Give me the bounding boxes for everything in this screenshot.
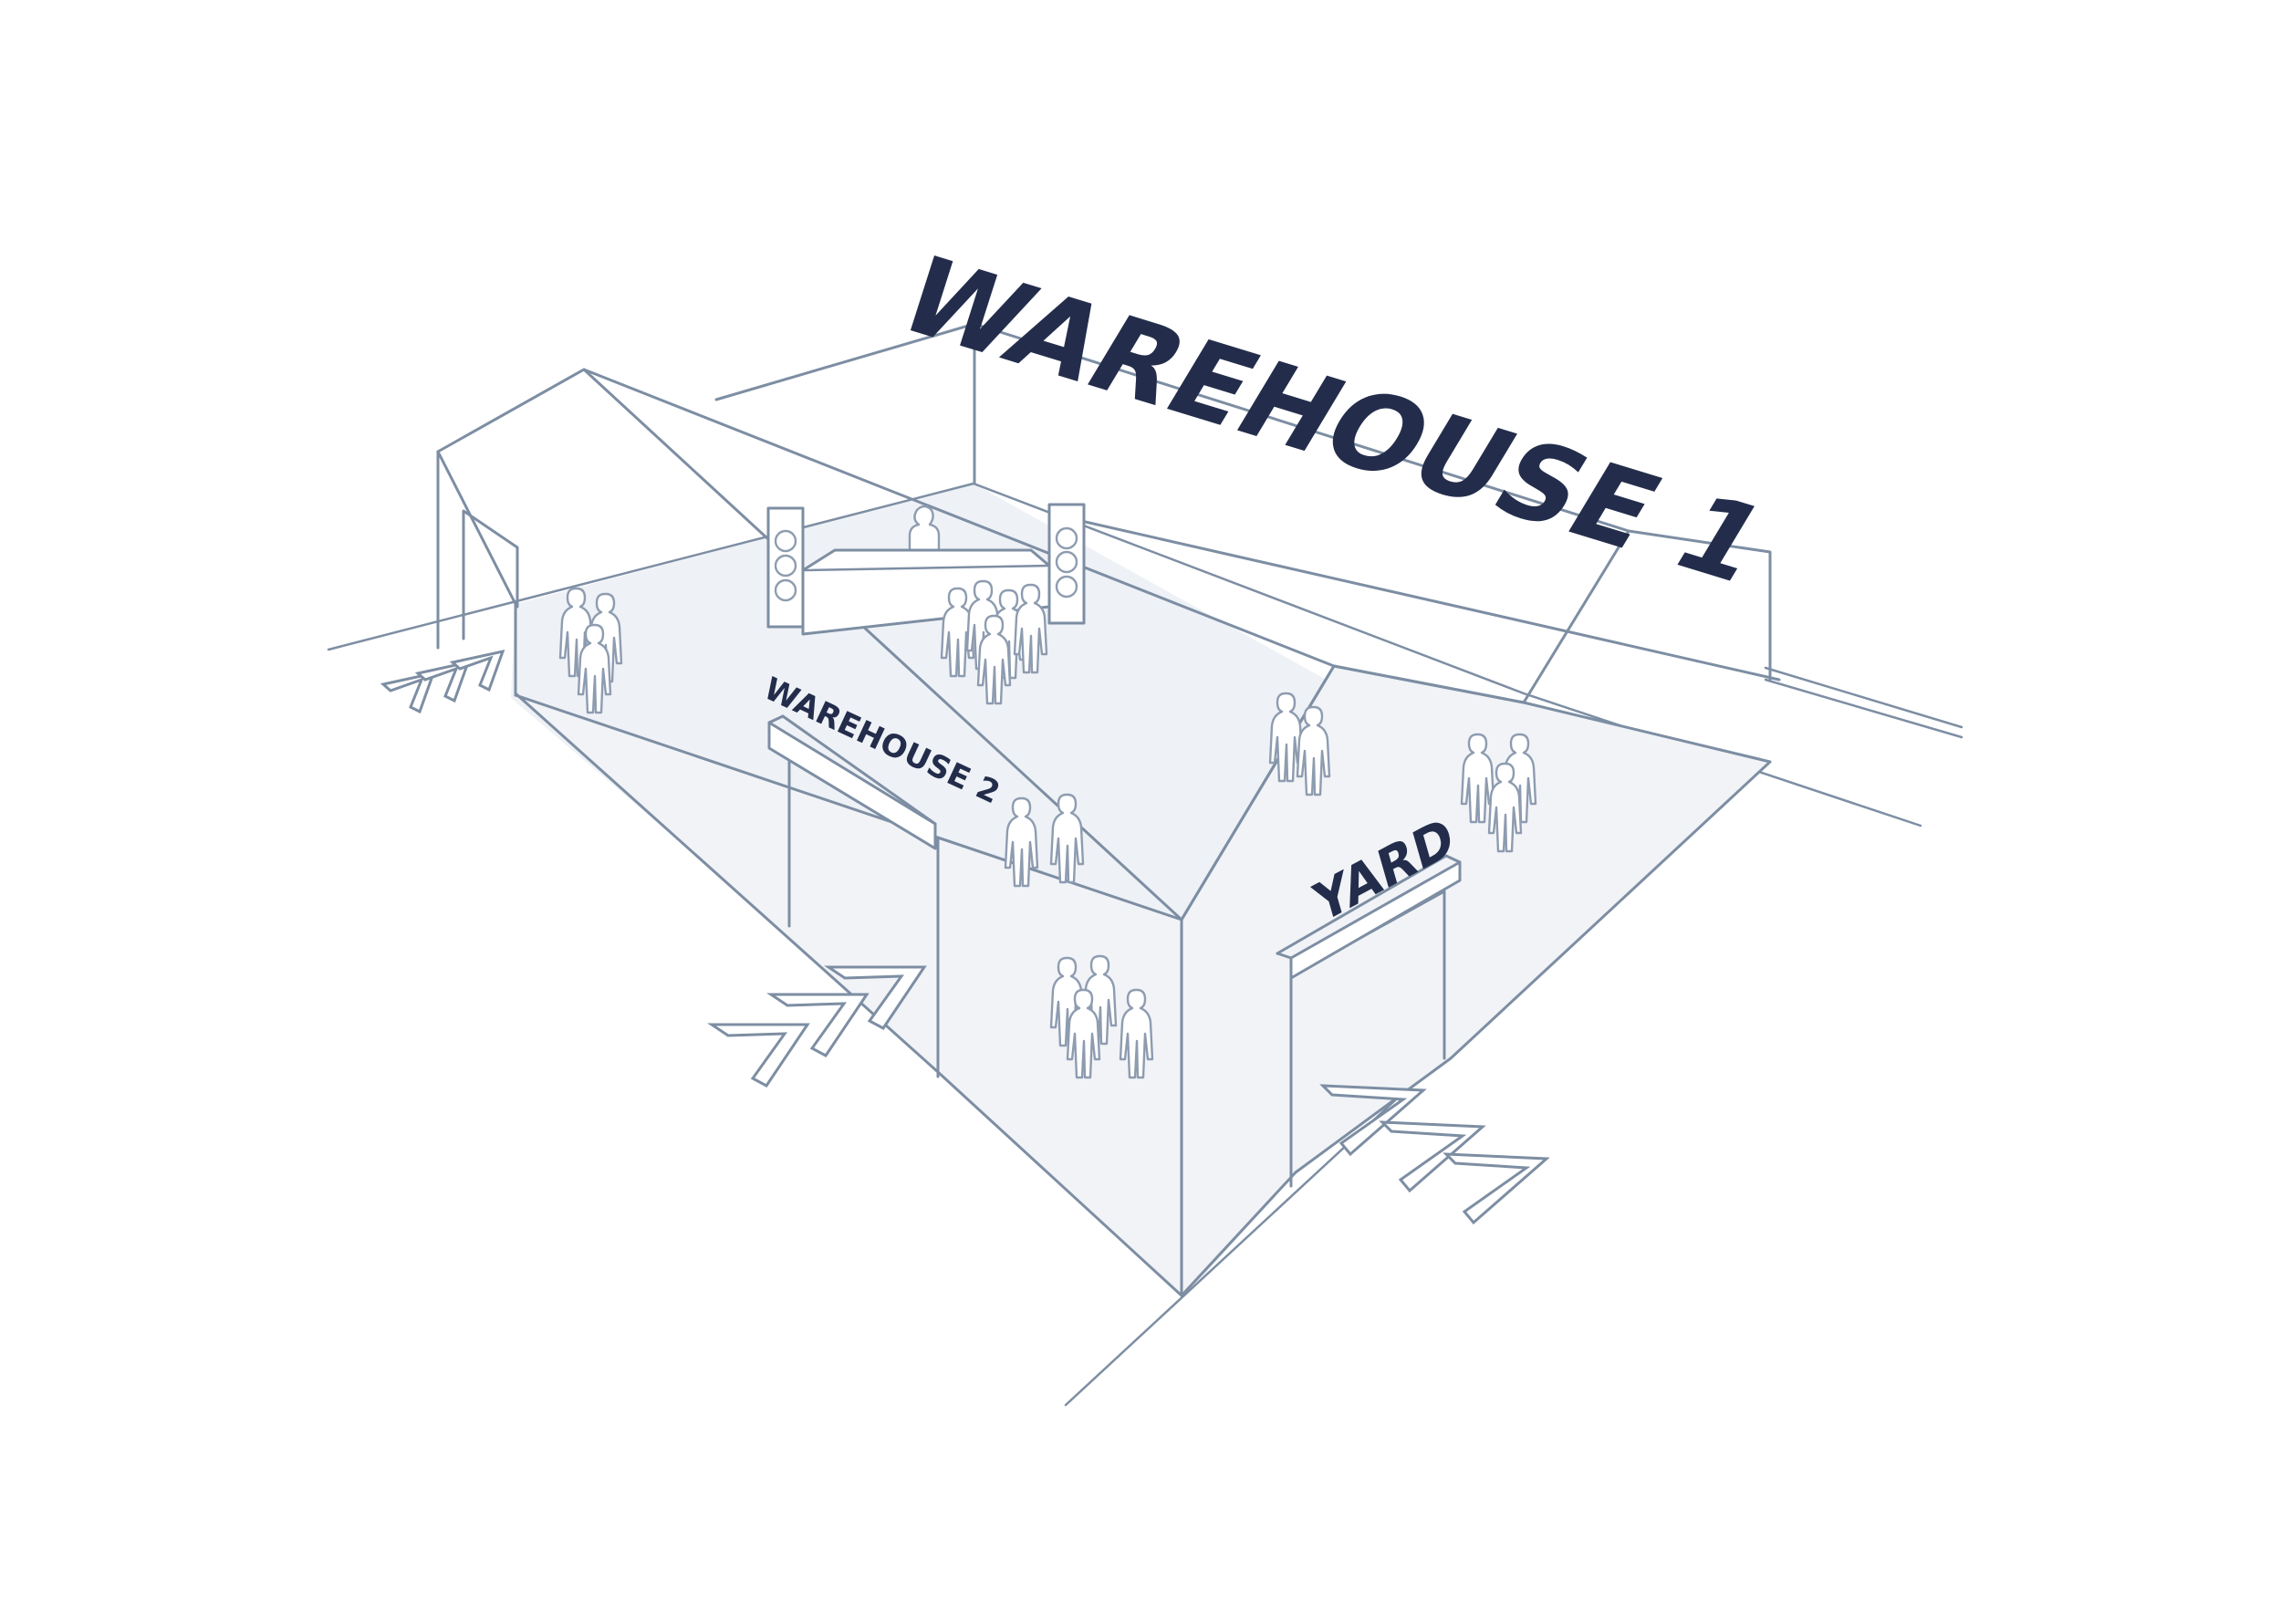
people-group-yard (1460, 733, 1537, 853)
people-group-entrance (558, 587, 623, 714)
people-group-centre (1004, 793, 1085, 888)
dj-figure (908, 505, 941, 563)
entrance-arrows-left (380, 649, 505, 714)
people-group-front (1049, 954, 1154, 1079)
crowd (558, 579, 1537, 1079)
warehouse-1-building (714, 322, 1781, 704)
entrance-arrows-yard (1319, 1084, 1550, 1225)
people-group-stage (940, 579, 1048, 705)
warehouse-2-building (436, 368, 1772, 1297)
people-group-yard-entrance (1268, 692, 1331, 796)
warehouse-2-sign-beam (767, 721, 937, 850)
entrance-arrows-warehouse-2 (707, 965, 927, 1088)
yard-sign-beam (1289, 860, 1462, 980)
